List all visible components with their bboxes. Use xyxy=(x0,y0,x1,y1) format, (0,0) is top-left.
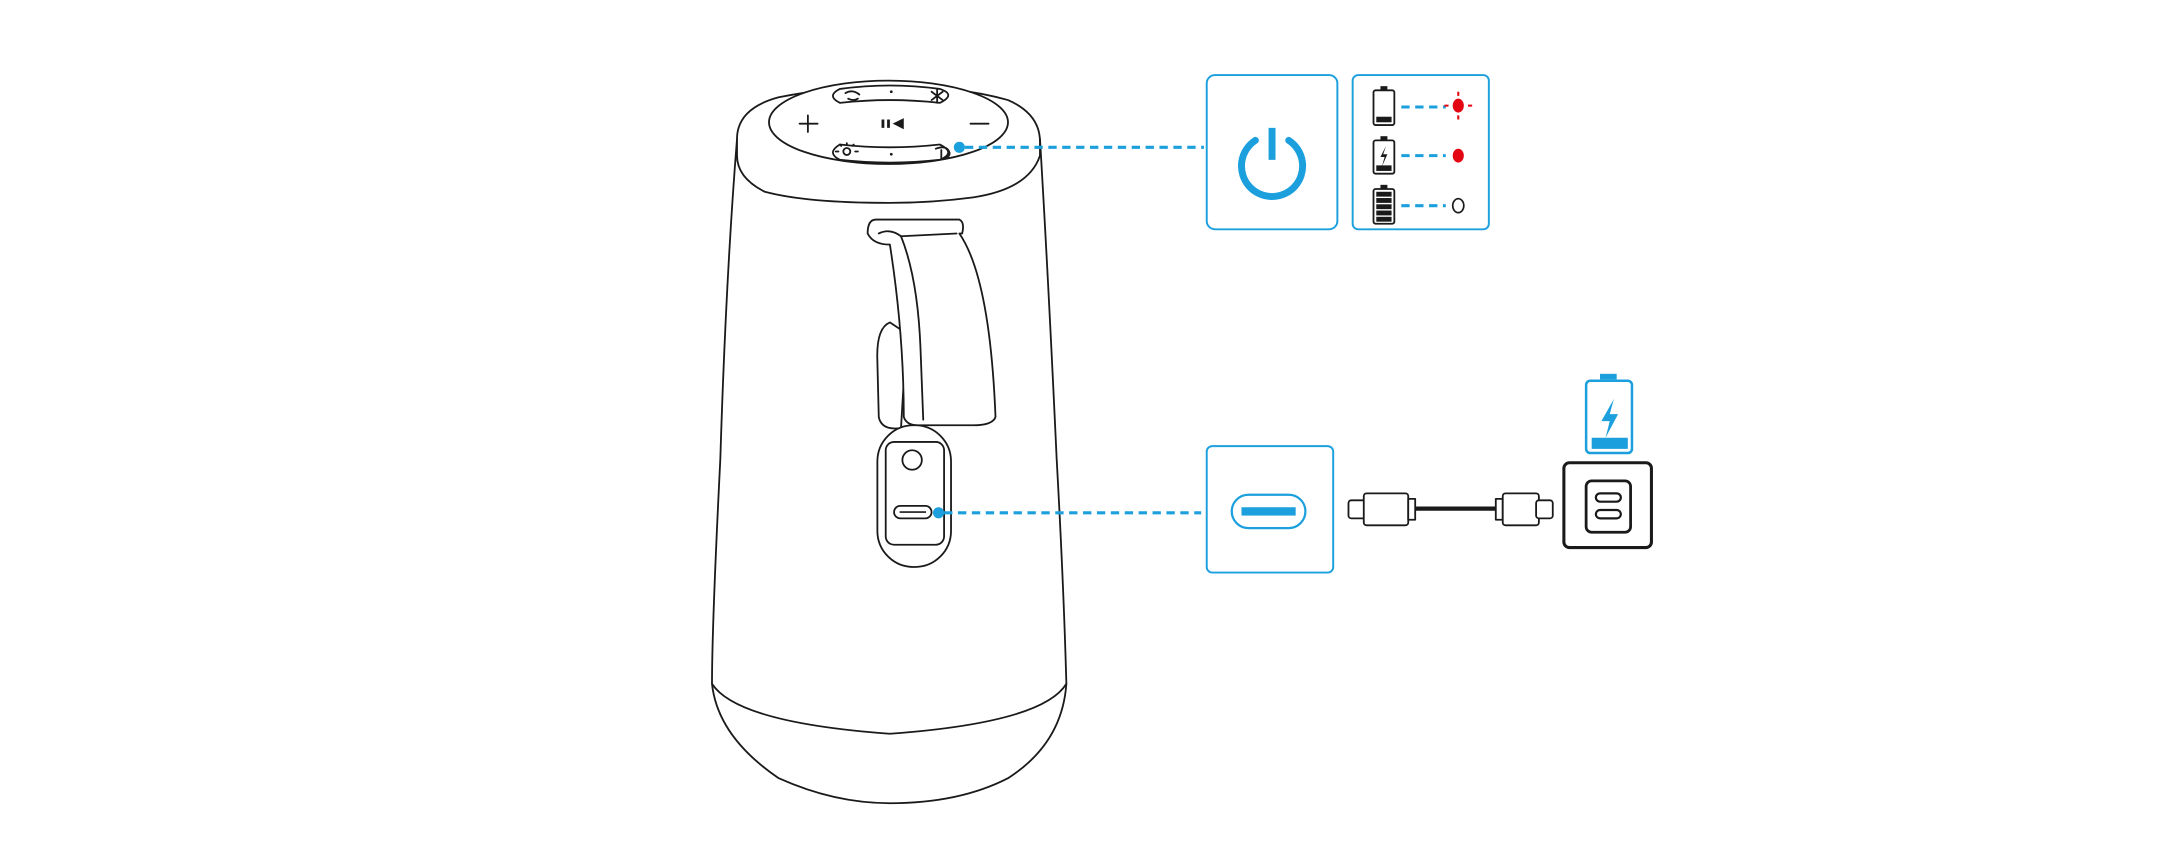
power-callout-box xyxy=(1205,74,1339,231)
top-control-panel xyxy=(798,84,990,164)
reset-button[interactable] xyxy=(901,449,923,471)
play-pause-icon[interactable] xyxy=(881,118,904,130)
battery-indicator-box xyxy=(1351,74,1490,231)
led-red-solid-icon xyxy=(1452,148,1464,163)
dual-usb-c-charger-icon xyxy=(1562,461,1653,550)
power-button-marker xyxy=(953,141,965,153)
usb-c-port-icon xyxy=(1230,493,1307,530)
mode-icon[interactable] xyxy=(844,90,861,101)
battery-charging-icon xyxy=(1372,136,1396,175)
led-red-flashing-icon xyxy=(1444,91,1473,120)
port-panel xyxy=(876,424,952,568)
volume-up-icon[interactable] xyxy=(798,114,819,133)
power-button-icon[interactable] xyxy=(934,146,951,160)
led-off-icon xyxy=(1451,197,1465,214)
light-icon[interactable] xyxy=(834,142,859,156)
usb-c-callout-box xyxy=(1205,445,1335,574)
battery-low-icon xyxy=(1372,86,1396,126)
indicator-dot-top xyxy=(889,90,893,94)
bluetooth-icon[interactable] xyxy=(930,88,944,104)
indicator-dot-bottom xyxy=(889,152,893,156)
power-icon xyxy=(1238,127,1307,200)
usb-c-cable-icon xyxy=(1347,492,1554,527)
charging-battery-icon xyxy=(1584,373,1634,455)
usb-port-marker xyxy=(932,507,945,519)
battery-full-icon xyxy=(1372,184,1396,225)
